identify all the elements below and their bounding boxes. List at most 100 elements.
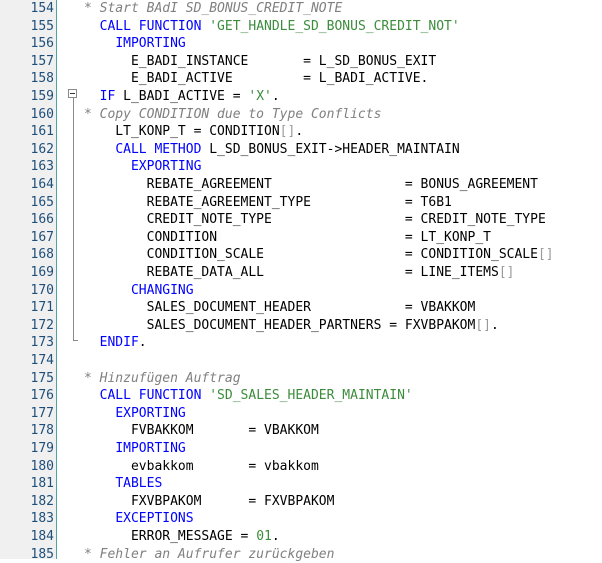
code-token: [] bbox=[475, 317, 491, 333]
line-number: 181 bbox=[30, 476, 54, 492]
code-text[interactable]: * Hinzufügen Auftrag bbox=[84, 370, 241, 388]
code-token bbox=[84, 388, 100, 403]
code-text[interactable]: CONDITION = LT_KONP_T bbox=[84, 229, 491, 247]
line-number: 161 bbox=[30, 124, 54, 140]
code-line[interactable]: 184 ERROR_MESSAGE = 01. bbox=[0, 528, 602, 546]
code-text[interactable]: evbakkom = vbakkom bbox=[84, 458, 319, 476]
code-text[interactable]: ENDIF. bbox=[84, 334, 147, 352]
code-line[interactable]: 155 CALL FUNCTION 'GET_HANDLE_SD_BONUS_C… bbox=[0, 18, 602, 36]
line-number: 166 bbox=[30, 212, 54, 228]
code-text[interactable]: TABLES bbox=[84, 475, 162, 493]
code-line[interactable]: 160* Copy CONDITION due to Type Conflict… bbox=[0, 106, 602, 124]
literal-token: 'GET_HANDLE_SD_BONUS_CREDIT_NOT' bbox=[209, 18, 460, 34]
code-line[interactable]: 167 CONDITION = LT_KONP_T bbox=[0, 229, 602, 247]
line-number: 182 bbox=[30, 493, 54, 509]
code-line[interactable]: 185* Fehler an Aufrufer zurückgeben bbox=[0, 546, 602, 563]
code-token: L_SD_BONUS_EXIT->HEADER_MAINTAIN bbox=[209, 141, 460, 157]
code-token bbox=[84, 159, 131, 174]
keyword-token: TABLES bbox=[115, 476, 163, 492]
code-text[interactable]: EXCEPTIONS bbox=[84, 510, 194, 528]
code-text[interactable]: CALL FUNCTION 'SD_SALES_HEADER_MAINTAIN' bbox=[84, 387, 413, 405]
code-text[interactable]: E_BADI_ACTIVE = L_BADI_ACTIVE. bbox=[84, 70, 428, 88]
code-token bbox=[84, 283, 131, 298]
line-number: 173 bbox=[30, 335, 54, 351]
code-line[interactable]: 171 SALES_DOCUMENT_HEADER = VBAKKOM bbox=[0, 299, 602, 317]
code-text[interactable]: EXPORTING bbox=[84, 158, 201, 176]
code-token: . bbox=[138, 335, 147, 351]
code-token: . bbox=[491, 317, 499, 333]
code-text[interactable]: ERROR_MESSAGE = 01. bbox=[84, 528, 280, 546]
code-line[interactable]: 164 REBATE_AGREEMENT = BONUS_AGREEMENT bbox=[0, 176, 602, 194]
code-token: LT_KONP_T = CONDITION bbox=[84, 124, 280, 140]
line-number: 164 bbox=[30, 177, 54, 192]
code-line[interactable]: 165 REBATE_AGREEMENT_TYPE = T6B1 bbox=[0, 194, 602, 212]
keyword-token: CALL METHOD bbox=[115, 141, 210, 157]
code-line[interactable]: 156 IMPORTING bbox=[0, 35, 602, 53]
code-text[interactable]: FXVBPAKOM = FXVBPAKOM bbox=[84, 493, 335, 511]
line-number: 169 bbox=[30, 265, 54, 280]
line-number: 171 bbox=[30, 300, 54, 316]
code-text[interactable]: SALES_DOCUMENT_HEADER = VBAKKOM bbox=[84, 299, 476, 317]
code-text[interactable]: * Start BAdI SD_BONUS_CREDIT_NOTE bbox=[84, 0, 342, 18]
code-text[interactable]: LT_KONP_T = CONDITION[]. bbox=[84, 123, 303, 141]
code-line[interactable]: 169 REBATE_DATA_ALL = LINE_ITEMS[] bbox=[0, 264, 602, 282]
code-text[interactable]: REBATE_AGREEMENT_TYPE = T6B1 bbox=[84, 194, 452, 212]
code-line[interactable]: 174 bbox=[0, 352, 602, 370]
code-line[interactable]: 181 TABLES bbox=[0, 475, 602, 493]
code-line[interactable]: 166 CREDIT_NOTE_TYPE = CREDIT_NOTE_TYPE bbox=[0, 211, 602, 229]
fold-column bbox=[57, 0, 77, 559]
code-text[interactable]: EXPORTING bbox=[84, 405, 185, 423]
line-number: 174 bbox=[30, 353, 54, 368]
comment-token: * Hinzufügen Auftrag bbox=[84, 370, 241, 386]
line-number: 183 bbox=[30, 511, 54, 527]
collapse-minus-icon[interactable] bbox=[68, 89, 77, 98]
code-line[interactable]: 163 EXPORTING bbox=[0, 158, 602, 176]
code-line[interactable]: 162 CALL METHOD L_SD_BONUS_EXIT->HEADER_… bbox=[0, 141, 602, 159]
code-line[interactable]: 183 EXCEPTIONS bbox=[0, 510, 602, 528]
code-token bbox=[84, 335, 100, 350]
code-line[interactable]: 177 EXPORTING bbox=[0, 405, 602, 423]
code-line[interactable]: 159 IF L_BADI_ACTIVE = 'X'. bbox=[0, 88, 602, 106]
code-line[interactable]: 168 CONDITION_SCALE = CONDITION_SCALE[] bbox=[0, 246, 602, 264]
code-line[interactable]: 173 ENDIF. bbox=[0, 334, 602, 352]
code-line[interactable]: 180 evbakkom = vbakkom bbox=[0, 458, 602, 476]
code-token bbox=[84, 406, 115, 421]
code-token bbox=[84, 441, 115, 456]
code-text[interactable]: E_BADI_INSTANCE = L_SD_BONUS_EXIT bbox=[84, 53, 436, 71]
code-text[interactable]: IF L_BADI_ACTIVE = 'X'. bbox=[84, 88, 280, 106]
code-line[interactable]: 170 CHANGING bbox=[0, 282, 602, 300]
line-number: 156 bbox=[30, 36, 54, 52]
code-text[interactable]: CALL FUNCTION 'GET_HANDLE_SD_BONUS_CREDI… bbox=[84, 18, 460, 36]
code-line[interactable]: 178 FVBAKKOM = VBAKKOM bbox=[0, 422, 602, 440]
keyword-token: EXCEPTIONS bbox=[115, 511, 194, 527]
code-text[interactable]: * Copy CONDITION due to Type Conflicts bbox=[84, 106, 381, 124]
code-line[interactable]: 175* Hinzufügen Auftrag bbox=[0, 370, 602, 388]
code-text[interactable]: FVBAKKOM = VBAKKOM bbox=[84, 422, 319, 440]
code-text[interactable]: REBATE_AGREEMENT = BONUS_AGREEMENT bbox=[84, 176, 538, 194]
code-token: FVBAKKOM = VBAKKOM bbox=[84, 423, 319, 439]
keyword-token: IF bbox=[99, 89, 124, 104]
code-line[interactable]: 172 SALES_DOCUMENT_HEADER_PARTNERS = FXV… bbox=[0, 317, 602, 335]
keyword-token: IMPORTING bbox=[115, 36, 186, 52]
keyword-token: EXPORTING bbox=[130, 159, 202, 175]
code-text[interactable]: IMPORTING bbox=[84, 440, 185, 458]
code-text[interactable]: CHANGING bbox=[84, 282, 194, 300]
code-text[interactable]: SALES_DOCUMENT_HEADER_PARTNERS = FXVBPAK… bbox=[84, 317, 499, 335]
code-line[interactable]: 158 E_BADI_ACTIVE = L_BADI_ACTIVE. bbox=[0, 70, 602, 88]
code-text[interactable]: REBATE_DATA_ALL = LINE_ITEMS[] bbox=[84, 264, 515, 282]
code-text[interactable]: CALL METHOD L_SD_BONUS_EXIT->HEADER_MAIN… bbox=[84, 141, 460, 159]
code-line[interactable]: 157 E_BADI_INSTANCE = L_SD_BONUS_EXIT bbox=[0, 53, 602, 71]
code-token: E_BADI_INSTANCE = L_SD_BONUS_EXIT bbox=[84, 53, 437, 69]
line-number: 172 bbox=[30, 317, 54, 333]
code-line[interactable]: 176 CALL FUNCTION 'SD_SALES_HEADER_MAINT… bbox=[0, 387, 602, 405]
code-line[interactable]: 154* Start BAdI SD_BONUS_CREDIT_NOTE bbox=[0, 0, 602, 18]
code-text[interactable]: CONDITION_SCALE = CONDITION_SCALE[] bbox=[84, 246, 554, 264]
code-text[interactable]: CREDIT_NOTE_TYPE = CREDIT_NOTE_TYPE bbox=[84, 211, 546, 229]
code-line[interactable]: 182 FXVBPAKOM = FXVBPAKOM bbox=[0, 493, 602, 511]
code-line[interactable]: 179 IMPORTING bbox=[0, 440, 602, 458]
code-text[interactable]: * Fehler an Aufrufer zurückgeben bbox=[84, 546, 334, 563]
line-number: 159 bbox=[30, 89, 54, 104]
code-line[interactable]: 161 LT_KONP_T = CONDITION[]. bbox=[0, 123, 602, 141]
code-text[interactable]: IMPORTING bbox=[84, 35, 186, 53]
